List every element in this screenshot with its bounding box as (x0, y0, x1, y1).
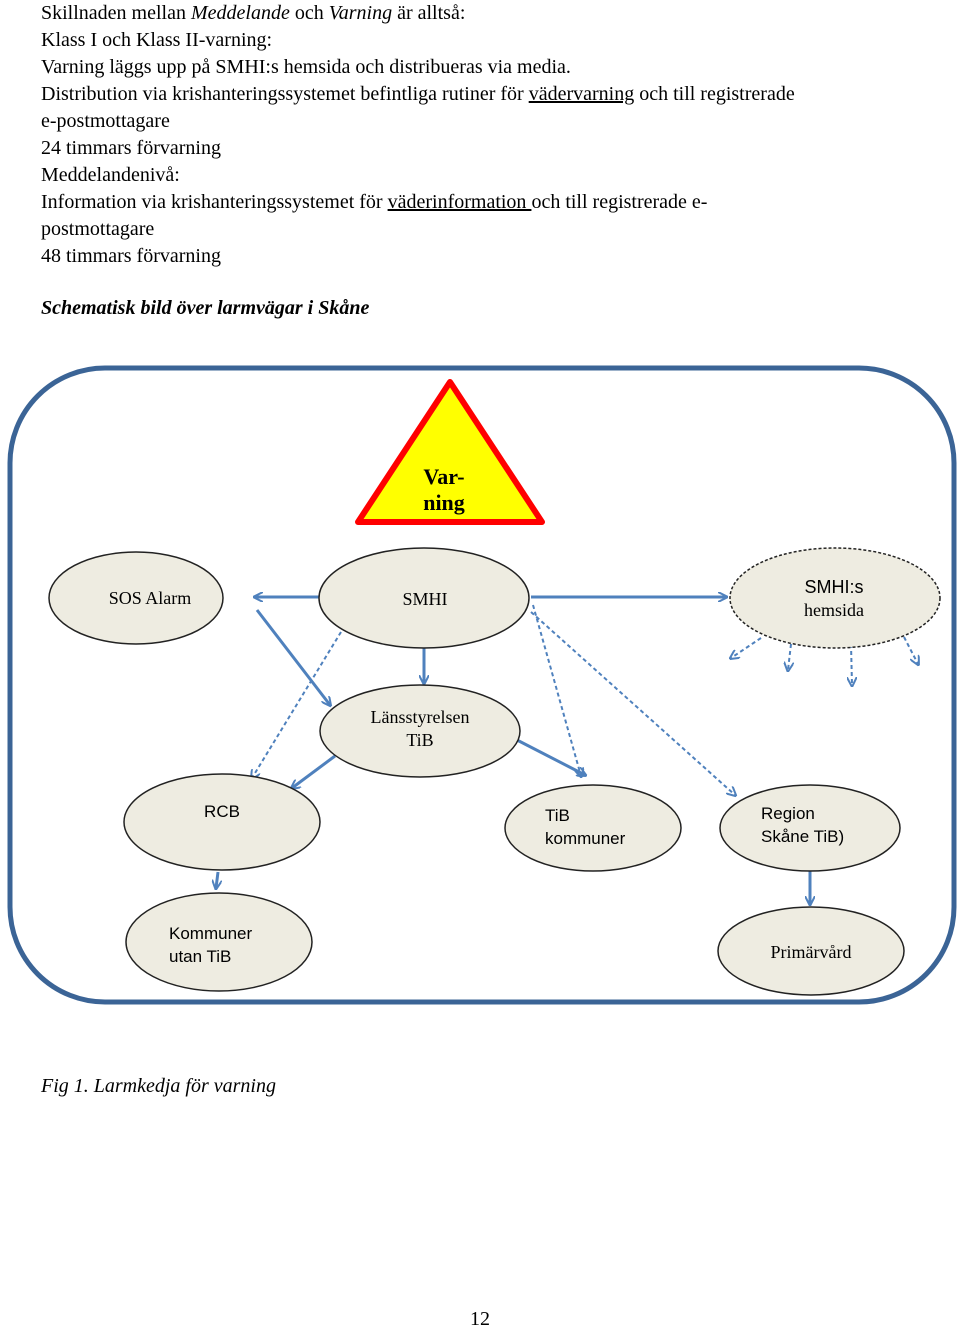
arrow-rcb-kommuner (216, 871, 218, 888)
label-lst-1: Länsstyrelsen (371, 707, 470, 727)
label-rcb: RCB (204, 802, 240, 821)
broadcast-arrow-2 (788, 643, 791, 670)
text-line-3: Varning läggs upp på SMHI:s hemsida och … (41, 56, 571, 78)
text-line-7: Meddelandenivå: (41, 164, 180, 186)
label-smhi-site-2: hemsida (804, 600, 864, 620)
alarm-chain-diagram: Var- ning SOS Alarm SMHI SMHI (7, 365, 957, 1005)
arrow-smhi-rcb-dashed (252, 631, 342, 778)
label-kommuner-1: Kommuner (169, 924, 252, 943)
node-tib-kommuner (504, 784, 682, 872)
node-primarvard (717, 906, 905, 996)
arrow-smhi-tib-dashed (532, 604, 581, 776)
label-smhi-site-1: SMHI:s (804, 577, 863, 597)
diagram-heading: Schematisk bild över larmvägar i Skåne (41, 297, 370, 319)
node-sos-alarm (48, 551, 224, 645)
text-line-1: Skillnaden mellan Meddelande och Varning… (41, 2, 466, 24)
text-line-2: Klass I och Klass II-varning: (41, 29, 273, 51)
label-primarvard: Primärvård (771, 942, 852, 962)
node-rcb (123, 773, 321, 871)
page-number: 12 (470, 1308, 490, 1330)
node-lansstyrelsen (319, 684, 521, 778)
arrow-lst-rcb (292, 754, 336, 788)
text-line-10: 48 timmars förvarning (41, 245, 221, 267)
node-smhi (318, 547, 530, 649)
label-sos-alarm: SOS Alarm (109, 588, 192, 608)
label-tib-1: TiB (545, 806, 570, 825)
warning-label-1: Var- (423, 464, 464, 489)
text-line-9: postmottagare (41, 218, 155, 240)
text-line-5: e-postmottagare (41, 110, 170, 132)
node-region-skane (719, 784, 901, 872)
figure-caption: Fig 1. Larmkedja för varning (41, 1075, 276, 1097)
text-line-4: Distribution via krishanteringssystemet … (41, 83, 795, 105)
broadcast-arrow-1 (731, 637, 762, 658)
warning-triangle-icon (355, 379, 545, 525)
arrow-lst-tib (516, 738, 585, 775)
label-lst-2: TiB (406, 730, 433, 750)
text-line-6: 24 timmars förvarning (41, 137, 221, 159)
arrow-smhi-region-dashed (530, 611, 735, 795)
label-region-1: Region (761, 804, 815, 823)
node-smhi-hemsida (729, 547, 941, 649)
node-kommuner-utan-tib (125, 892, 313, 992)
label-tib-2: kommuner (545, 829, 626, 848)
arrow-sos-lst (255, 609, 330, 705)
broadcast-arrow-4 (903, 636, 918, 664)
label-smhi: SMHI (402, 589, 447, 609)
warning-label-2: ning (423, 490, 465, 515)
label-kommuner-2: utan TiB (169, 947, 231, 966)
text-line-8: Information via krishanteringssystemet f… (41, 191, 708, 213)
label-region-2: Skåne TiB) (761, 827, 844, 846)
